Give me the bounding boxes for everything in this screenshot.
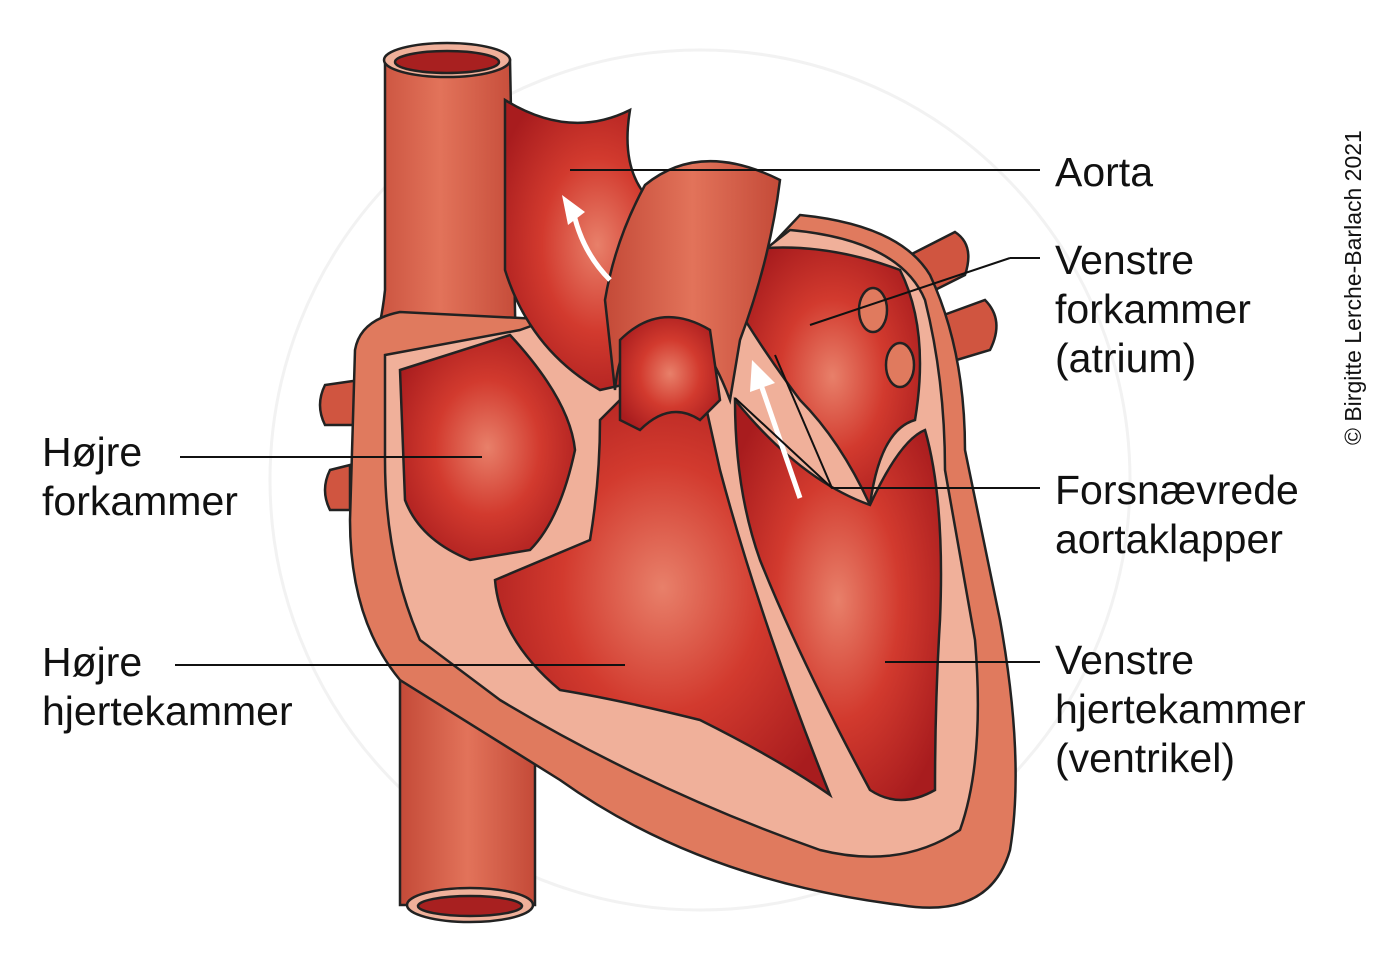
vein-stub xyxy=(323,463,352,512)
leader-left-atrium xyxy=(809,257,1011,326)
aortic-root xyxy=(618,315,722,432)
watermark-circle xyxy=(268,48,1132,912)
copyright-text: © Birgitte Lerche-Barlach 2021 xyxy=(1340,130,1366,445)
flow-arrowhead xyxy=(562,195,585,225)
flow-arrowhead xyxy=(750,360,775,392)
right-ventricle-chamber xyxy=(493,378,833,799)
left-ventricle-chamber xyxy=(733,396,943,802)
label-aorta: Aorta xyxy=(1055,149,1153,195)
vein-stub xyxy=(318,378,362,427)
right-atrium-chamber xyxy=(398,333,577,562)
